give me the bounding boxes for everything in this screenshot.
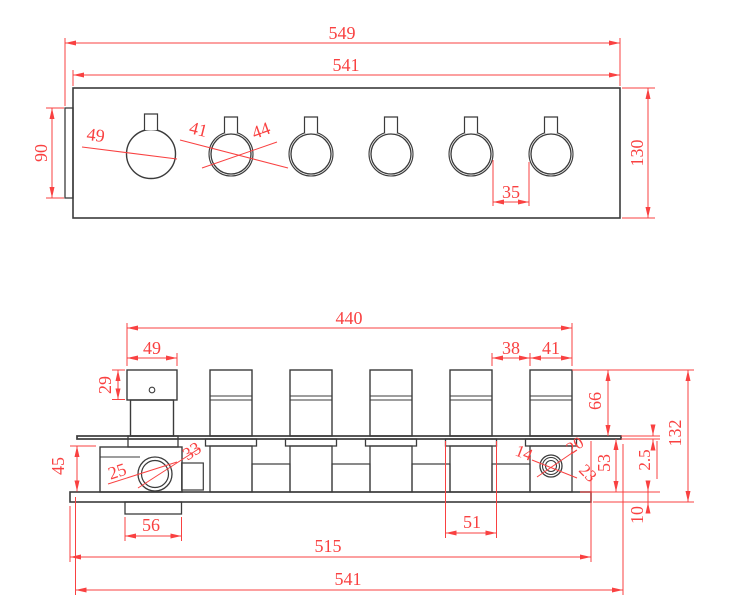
leader-49	[81, 146, 178, 160]
hole-6-outer	[528, 131, 574, 177]
valve-block-4	[369, 445, 413, 493]
mounting-plate	[76, 435, 622, 440]
flange-5	[444, 438, 498, 447]
hole-5-outer	[448, 131, 494, 177]
hole-5-keyway	[463, 116, 479, 133]
valve-block-3	[289, 445, 333, 493]
label-66: 66	[585, 392, 605, 410]
front-view-geometry	[69, 369, 622, 515]
label-14: 14	[513, 441, 536, 465]
label-541: 541	[333, 55, 360, 75]
front-view-labels: 440 49 29 38 41 66 132 2.5 53 10 45 25 3…	[48, 308, 685, 589]
label-38: 38	[502, 338, 520, 358]
label-51: 51	[463, 512, 481, 532]
knob-4-body	[369, 369, 413, 437]
knob-1-hole	[148, 386, 156, 394]
label-440: 440	[336, 308, 363, 328]
leader-44	[201, 141, 278, 169]
label-49f: 49	[143, 338, 161, 358]
link-block	[251, 463, 291, 493]
label-49: 49	[86, 124, 106, 146]
label-44: 44	[249, 118, 273, 143]
link-block	[331, 463, 371, 493]
flange-4	[364, 438, 418, 447]
hole-2-inner	[210, 133, 252, 175]
hole-3-keyway	[303, 116, 319, 133]
knob-4	[369, 369, 413, 437]
end-port-outer	[539, 454, 563, 478]
top-view-dimensions	[46, 38, 655, 219]
label-130: 130	[627, 140, 647, 167]
valve-block-5	[449, 445, 493, 493]
label-56: 56	[142, 515, 160, 535]
hole-3-inner	[290, 133, 332, 175]
label-10: 10	[627, 506, 647, 524]
valve-1-step	[127, 435, 179, 448]
label-90: 90	[31, 144, 51, 162]
base-plate	[69, 491, 592, 503]
knob-3-body	[289, 369, 333, 437]
leader-41	[179, 139, 289, 169]
label-41f: 41	[542, 338, 560, 358]
label-53: 53	[594, 454, 614, 472]
hole-1-keyway	[143, 113, 159, 130]
left-mount-tab	[64, 107, 74, 199]
knob-3	[289, 369, 333, 437]
label-541f: 541	[335, 569, 362, 589]
plate-outline	[72, 87, 621, 219]
top-view: 549 541 90 130 49 41 44 35	[31, 23, 655, 219]
hole-4-keyway	[383, 116, 399, 133]
knob-2-body	[209, 369, 253, 437]
label-35: 35	[502, 182, 520, 202]
valve-block-2	[209, 445, 253, 493]
knob-1-stem	[129, 399, 175, 437]
end-port-inner	[544, 459, 558, 473]
label-45: 45	[48, 457, 68, 475]
knob-2	[209, 369, 253, 437]
link-block	[491, 463, 531, 493]
valve-1-fitting	[181, 462, 204, 491]
knob-5-body	[449, 369, 493, 437]
hole-3-outer	[288, 131, 334, 177]
label-515: 515	[315, 536, 342, 556]
bottom-tab	[124, 501, 183, 515]
leader-14	[531, 459, 578, 479]
hole-4-outer	[368, 131, 414, 177]
label-29: 29	[95, 376, 115, 394]
flange-2	[204, 438, 258, 447]
hole-6-keyway	[543, 116, 559, 133]
valve-1-port-inner	[140, 459, 170, 489]
leader-33	[137, 447, 201, 489]
knob-6	[529, 369, 573, 437]
flange-3	[284, 438, 338, 447]
hole-5-inner	[450, 133, 492, 175]
leader-25	[107, 461, 178, 485]
label-2-5: 2.5	[635, 449, 654, 470]
front-view: 440 49 29 38 41 66 132 2.5 53 10 45 25 3…	[48, 308, 694, 595]
valve-1-port-outer	[137, 456, 173, 492]
hole-4-inner	[370, 133, 412, 175]
knob-6-body	[529, 369, 573, 437]
knob-1	[126, 369, 178, 401]
front-view-dimensions	[69, 323, 694, 595]
knob-5	[449, 369, 493, 437]
link-block	[411, 463, 451, 493]
label-41: 41	[187, 117, 209, 141]
hole-2-outer	[208, 131, 254, 177]
hole-2-keyway	[223, 116, 239, 133]
leader-20	[536, 452, 573, 478]
label-25: 25	[105, 459, 128, 484]
label-132: 132	[665, 420, 685, 447]
top-view-geometry	[64, 87, 621, 219]
end-port-mid	[541, 456, 561, 476]
label-549: 549	[329, 23, 356, 43]
valve-block-6	[529, 445, 573, 493]
hole-6-inner	[530, 133, 572, 175]
top-view-labels: 549 541 90 130 49 41 44 35	[31, 23, 647, 202]
